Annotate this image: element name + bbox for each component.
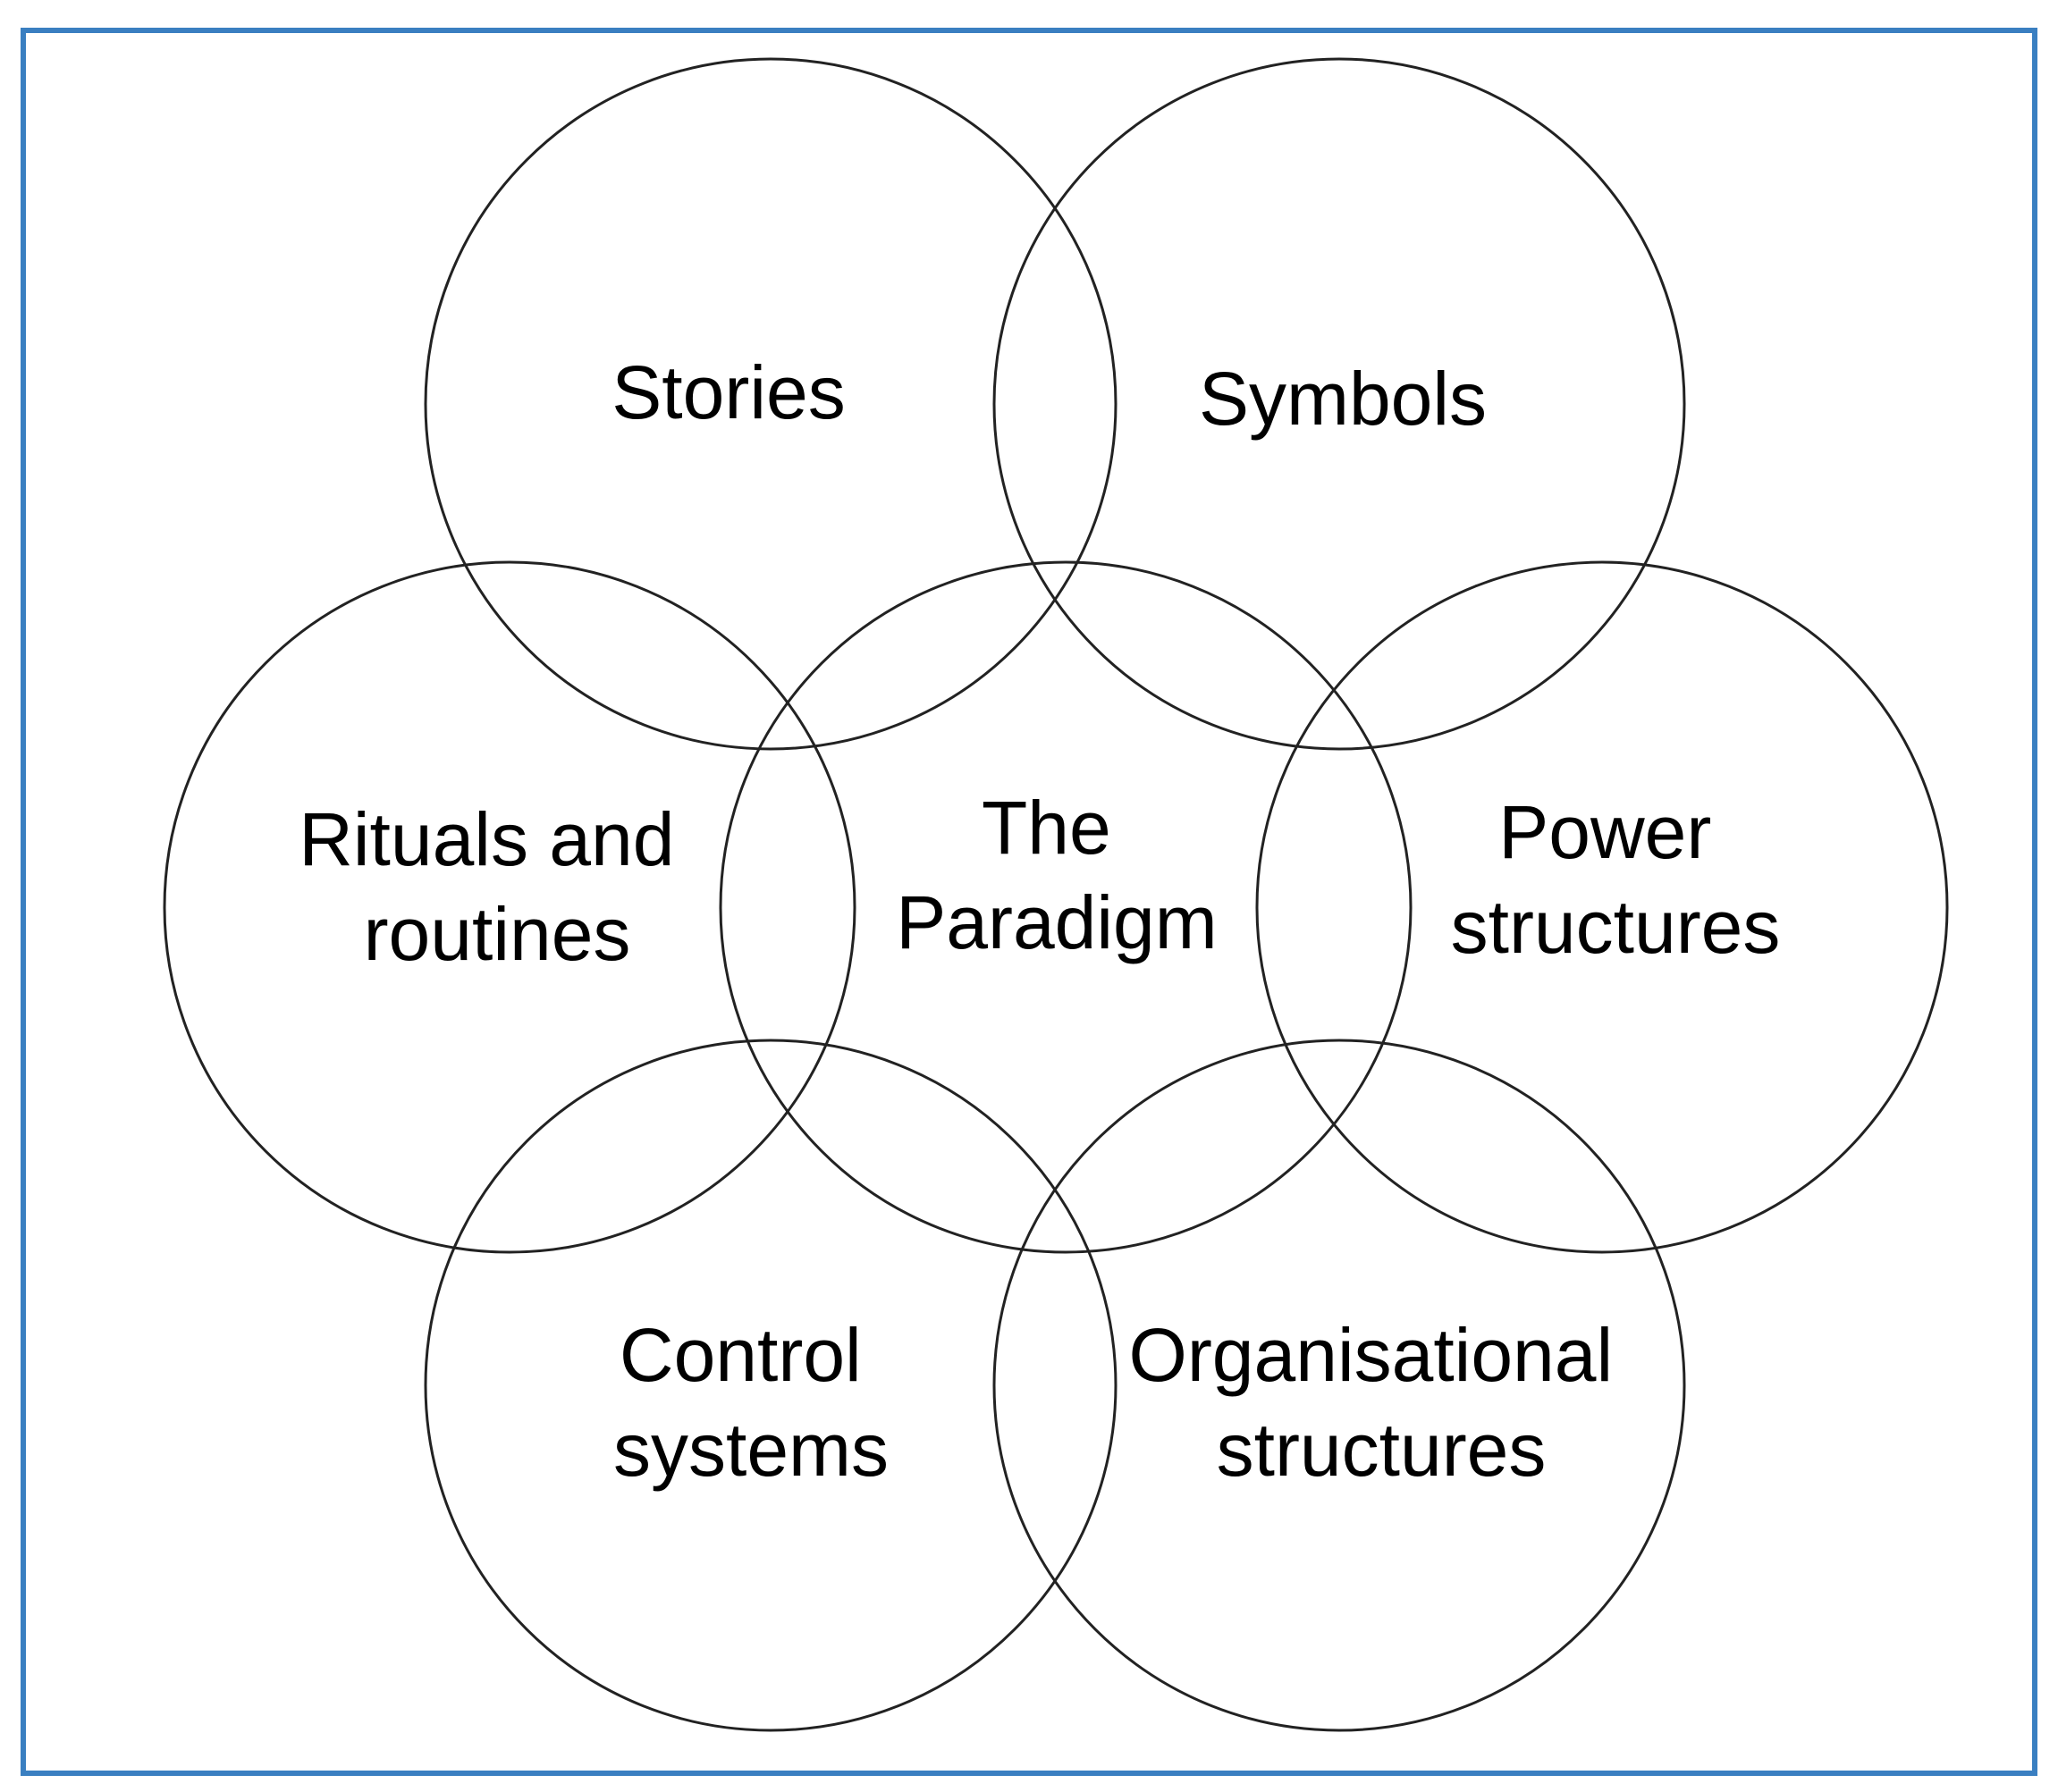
label-rituals-line2: routines	[364, 892, 631, 976]
label-power-line1: Power	[1498, 790, 1711, 874]
circle-power	[1255, 560, 1949, 1254]
label-symbols: Symbols	[1199, 357, 1487, 441]
circle-control	[424, 1039, 1118, 1732]
circle-paradigm	[719, 560, 1413, 1254]
label-power: Power structures	[1451, 790, 1781, 969]
circle-symbols	[992, 57, 1686, 751]
label-symbols-line1: Symbols	[1199, 357, 1487, 441]
diagram-border	[21, 28, 2037, 1776]
label-stories: Stories	[611, 350, 845, 434]
label-paradigm: The Paradigm	[896, 786, 1218, 964]
label-stories-line1: Stories	[611, 350, 845, 434]
label-control-line1: Control	[620, 1313, 862, 1397]
circle-stories	[424, 57, 1118, 751]
label-organisational: Organisational structures	[1129, 1313, 1634, 1492]
label-organisational-line2: structures	[1217, 1408, 1547, 1492]
label-rituals-line1: Rituals and	[299, 797, 674, 881]
label-paradigm-line1: The	[982, 786, 1111, 870]
label-control-line2: systems	[613, 1408, 889, 1492]
label-rituals: Rituals and routines	[299, 797, 696, 976]
label-paradigm-line2: Paradigm	[896, 880, 1218, 964]
label-power-line2: structures	[1451, 885, 1781, 969]
circle-rituals	[163, 560, 856, 1254]
circle-organisational	[992, 1039, 1686, 1732]
label-organisational-line1: Organisational	[1129, 1313, 1614, 1397]
label-control: Control systems	[613, 1313, 889, 1492]
